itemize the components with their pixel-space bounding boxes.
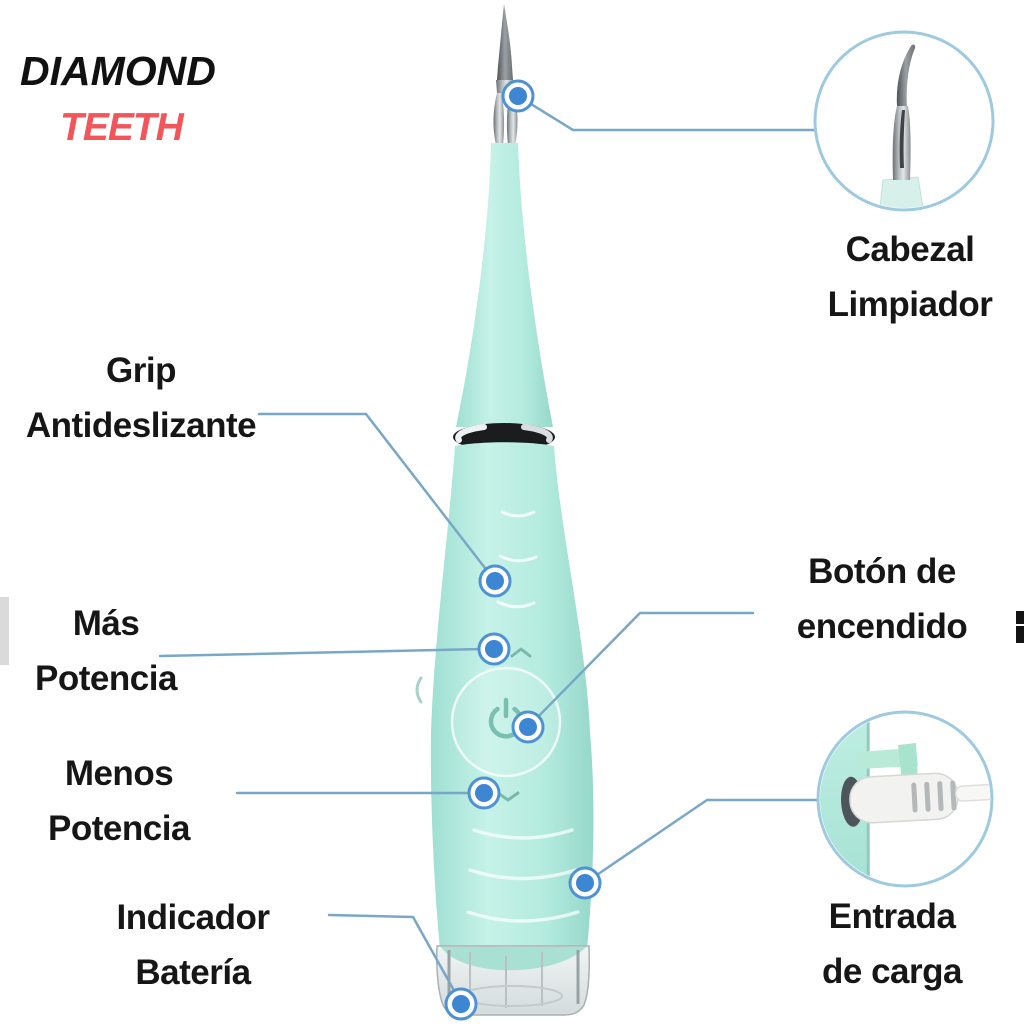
device-neck xyxy=(456,143,553,427)
chevron-up-icon xyxy=(510,647,532,658)
lower-ridges xyxy=(466,828,580,923)
label-line: Potencia xyxy=(35,659,177,698)
label-line: encendido xyxy=(796,607,968,646)
label-line: Limpiador xyxy=(827,285,993,324)
label-line: Más xyxy=(72,604,140,643)
callout-lines xyxy=(158,94,821,1005)
callout-line-indicador xyxy=(327,913,463,1005)
battery-dome xyxy=(441,947,586,971)
dot-grip xyxy=(478,564,512,598)
callout-line-entrada xyxy=(583,798,821,885)
brand-title: DIAMOND xyxy=(20,48,216,94)
cleaning-head-inset xyxy=(813,30,995,212)
device-tip xyxy=(493,4,518,145)
label-line: Menos xyxy=(64,754,174,793)
edge-artifact-left xyxy=(0,597,9,665)
label-line: Antideslizante xyxy=(25,406,257,445)
scaler-blade-icon xyxy=(896,44,916,106)
brand-subtitle: TEETH xyxy=(60,106,184,149)
label-line: Indicador xyxy=(116,898,270,937)
dot-entrada xyxy=(568,866,602,900)
power-button xyxy=(415,666,562,778)
callout-dots xyxy=(444,79,602,1021)
label-line: Botón de xyxy=(808,552,956,591)
charging-cable-icon xyxy=(841,772,990,827)
label-entrada-carga: Entrada de carga xyxy=(772,889,1012,999)
charging-port-inset xyxy=(816,710,994,888)
edge-artifact-right xyxy=(1016,611,1024,643)
label-cabezal-limpiador: Cabezal Limpiador xyxy=(790,222,1024,332)
label-line: de carga xyxy=(822,952,962,991)
callout-line-boton xyxy=(526,611,755,729)
label-boton-encendido: Botón de encendido xyxy=(762,544,1002,654)
label-line: Cabezal xyxy=(845,230,975,269)
dot-menos xyxy=(467,776,501,810)
dot-cabezal xyxy=(501,79,535,113)
label-line: Batería xyxy=(135,953,251,992)
dot-boton xyxy=(511,710,545,744)
label-indicador-bateria: Indicador Batería xyxy=(58,890,328,1000)
label-line: Entrada xyxy=(828,897,956,936)
dot-indicador xyxy=(444,987,478,1021)
label-line: Potencia xyxy=(48,809,190,848)
grip-ridges xyxy=(496,510,538,609)
label-menos-potencia: Menos Potencia xyxy=(0,746,238,856)
label-mas-potencia: Más Potencia xyxy=(0,596,212,706)
label-line: Grip xyxy=(106,351,176,390)
dot-mas xyxy=(477,632,511,666)
label-grip-antideslizante: Grip Antideslizante xyxy=(8,343,274,453)
device-body xyxy=(415,442,594,950)
callout-line-grip xyxy=(257,412,497,583)
chevron-down-icon xyxy=(496,791,520,802)
callout-line-cabezal xyxy=(516,94,817,132)
callout-line-mas xyxy=(158,647,485,658)
